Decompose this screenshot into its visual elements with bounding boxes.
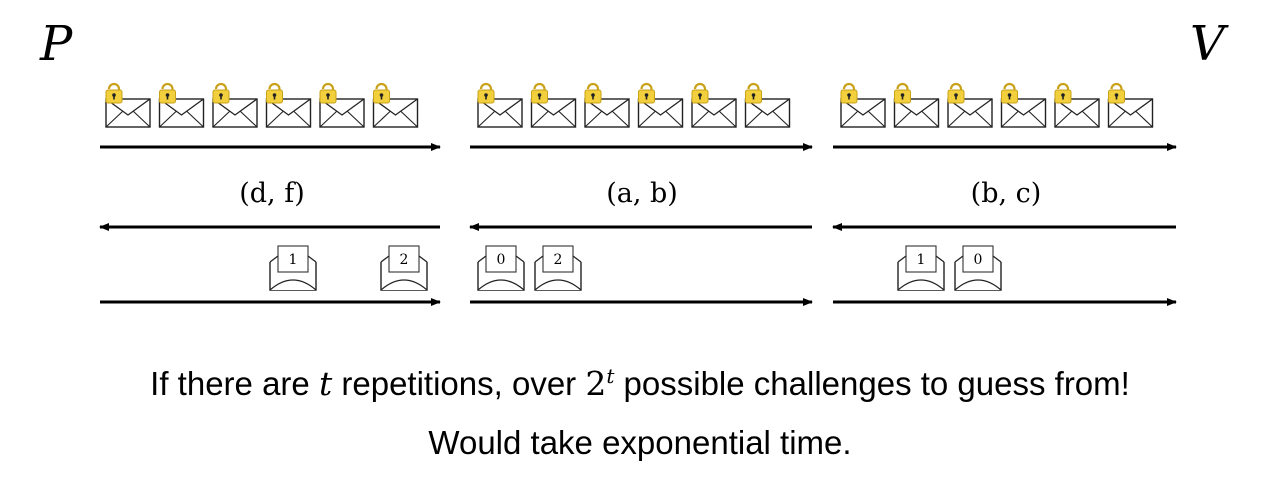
locked-envelope-r2-4 [637, 82, 684, 128]
locked-envelope-r3-6 [1107, 82, 1154, 128]
caption-suffix: possible challenges to guess from! [614, 365, 1130, 402]
challenge-label-round-2: (a, b) [606, 178, 678, 209]
opened-envelope-r2-2-label: 2 [554, 252, 563, 268]
locked-envelope-r3-5 [1054, 82, 1100, 128]
locked-envelope-r3-2 [893, 82, 940, 128]
locked-envelope-r2-3 [584, 82, 630, 128]
locked-envelope-r1-2 [158, 82, 205, 128]
challenge-label-round-3: (b, c) [970, 178, 1042, 209]
locked-envelope-r2-2 [530, 82, 577, 128]
caption-exponent: t [606, 364, 615, 388]
locked-envelope-r1-6 [372, 82, 419, 128]
opened-envelope-r2-1: 0 [477, 245, 525, 291]
opened-envelope-r2-1-label: 0 [497, 252, 506, 268]
caption-base: 2 [585, 364, 607, 403]
verifier-label: V [1190, 16, 1225, 72]
locked-envelope-r2-5 [691, 82, 737, 128]
caption-line-2: Would take exponential time. [428, 424, 852, 461]
protocol-diagram: 1 2 0 2 1 0 [99, 82, 1177, 306]
caption-var-t: t [318, 364, 333, 403]
opened-envelope-r1-1-label: 1 [289, 252, 298, 268]
prover-label: P [40, 16, 73, 72]
opened-envelope-r2-2: 2 [534, 245, 582, 291]
opened-envelope-r1-2-label: 2 [400, 252, 409, 268]
locked-envelope-r1-3 [212, 82, 258, 128]
caption-prefix: If there are [150, 365, 319, 402]
locked-envelope-r2-1 [477, 82, 523, 128]
locked-envelope-r3-4 [1000, 82, 1047, 128]
caption-line-1: If there are t repetitions, over 2t poss… [0, 364, 1280, 403]
challenge-label-round-1: (d, f) [239, 178, 305, 209]
opened-envelope-r3-1: 1 [897, 245, 945, 291]
opened-envelope-r3-2: 0 [954, 245, 1002, 291]
opened-envelope-r3-1-label: 1 [917, 252, 926, 268]
locked-envelope-r3-1 [840, 82, 886, 128]
opened-envelope-r3-2-label: 0 [974, 252, 983, 268]
locked-envelope-r1-1 [105, 82, 151, 128]
locked-envelope-r1-4 [265, 82, 312, 128]
opened-envelope-r1-1: 1 [269, 245, 317, 291]
caption-mid: repetitions, over [332, 365, 586, 402]
locked-envelope-r2-6 [744, 82, 791, 128]
locked-envelope-r3-3 [947, 82, 993, 128]
locked-envelope-r1-5 [319, 82, 365, 128]
opened-envelope-r1-2: 2 [380, 245, 428, 291]
